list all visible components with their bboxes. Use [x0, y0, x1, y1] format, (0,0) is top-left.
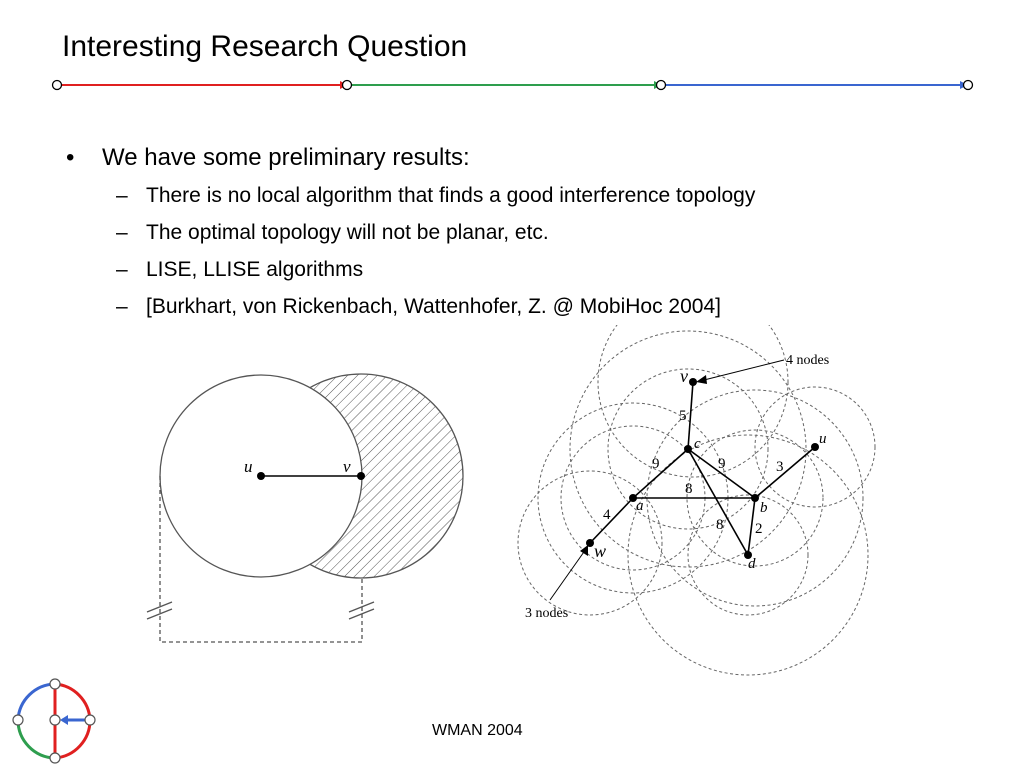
sub-bullet-3: LISE, LLISE algorithms: [60, 254, 960, 291]
dashed-circles: [517, 325, 876, 676]
annotation-3-nodes: 3 nodes: [525, 606, 568, 621]
graph-edges: [589, 381, 816, 556]
interference-graph-figure: v c u a b w d 5 9 9 8 3 4 8 2 4 nodes 3 …: [517, 325, 876, 676]
weight-bd: 2: [755, 521, 763, 537]
node-v: [689, 378, 697, 386]
label-c: c: [694, 436, 701, 452]
weight-vc: 5: [679, 408, 687, 424]
logo: [12, 678, 96, 764]
node-a: [629, 494, 637, 502]
weight-cb: 9: [718, 456, 726, 472]
label-v: v: [343, 457, 351, 476]
label-u: u: [819, 431, 827, 447]
node-w: [586, 539, 594, 547]
interference-circles-figure: u v: [146, 373, 464, 643]
sub-bullet-2: The optimal topology will not be planar,…: [60, 217, 960, 254]
node-v: [357, 472, 365, 480]
label-u: u: [244, 457, 253, 476]
graph-nodes: [586, 378, 819, 559]
sub-bullet-1: There is no local algorithm that finds a…: [60, 180, 960, 217]
sub-bullet-4: [Burkhart, von Rickenbach, Wattenhofer, …: [60, 291, 960, 328]
node-b: [751, 494, 759, 502]
label-v: v: [680, 366, 688, 386]
label-a: a: [636, 498, 644, 514]
weight-ab: 8: [685, 481, 693, 497]
dashed-bracket: [159, 476, 363, 643]
header-divider: [51, 79, 974, 91]
weight-ca: 9: [652, 456, 660, 472]
bullet-list: We have some preliminary results: There …: [60, 140, 960, 328]
label-w: w: [594, 541, 606, 561]
weight-aw: 4: [603, 507, 611, 523]
bullet-main: We have some preliminary results:: [60, 140, 960, 180]
node-c: [684, 445, 692, 453]
weight-cd: 8: [716, 517, 724, 533]
node-u: [257, 472, 265, 480]
footer-label: WMAN 2004: [432, 722, 523, 739]
annotation-4-nodes: 4 nodes: [786, 353, 829, 368]
node-u: [811, 443, 819, 451]
weight-bu: 3: [776, 459, 784, 475]
slide-title: Interesting Research Question: [62, 30, 468, 63]
label-d: d: [748, 556, 756, 572]
label-b: b: [760, 500, 768, 516]
node-d: [744, 551, 752, 559]
